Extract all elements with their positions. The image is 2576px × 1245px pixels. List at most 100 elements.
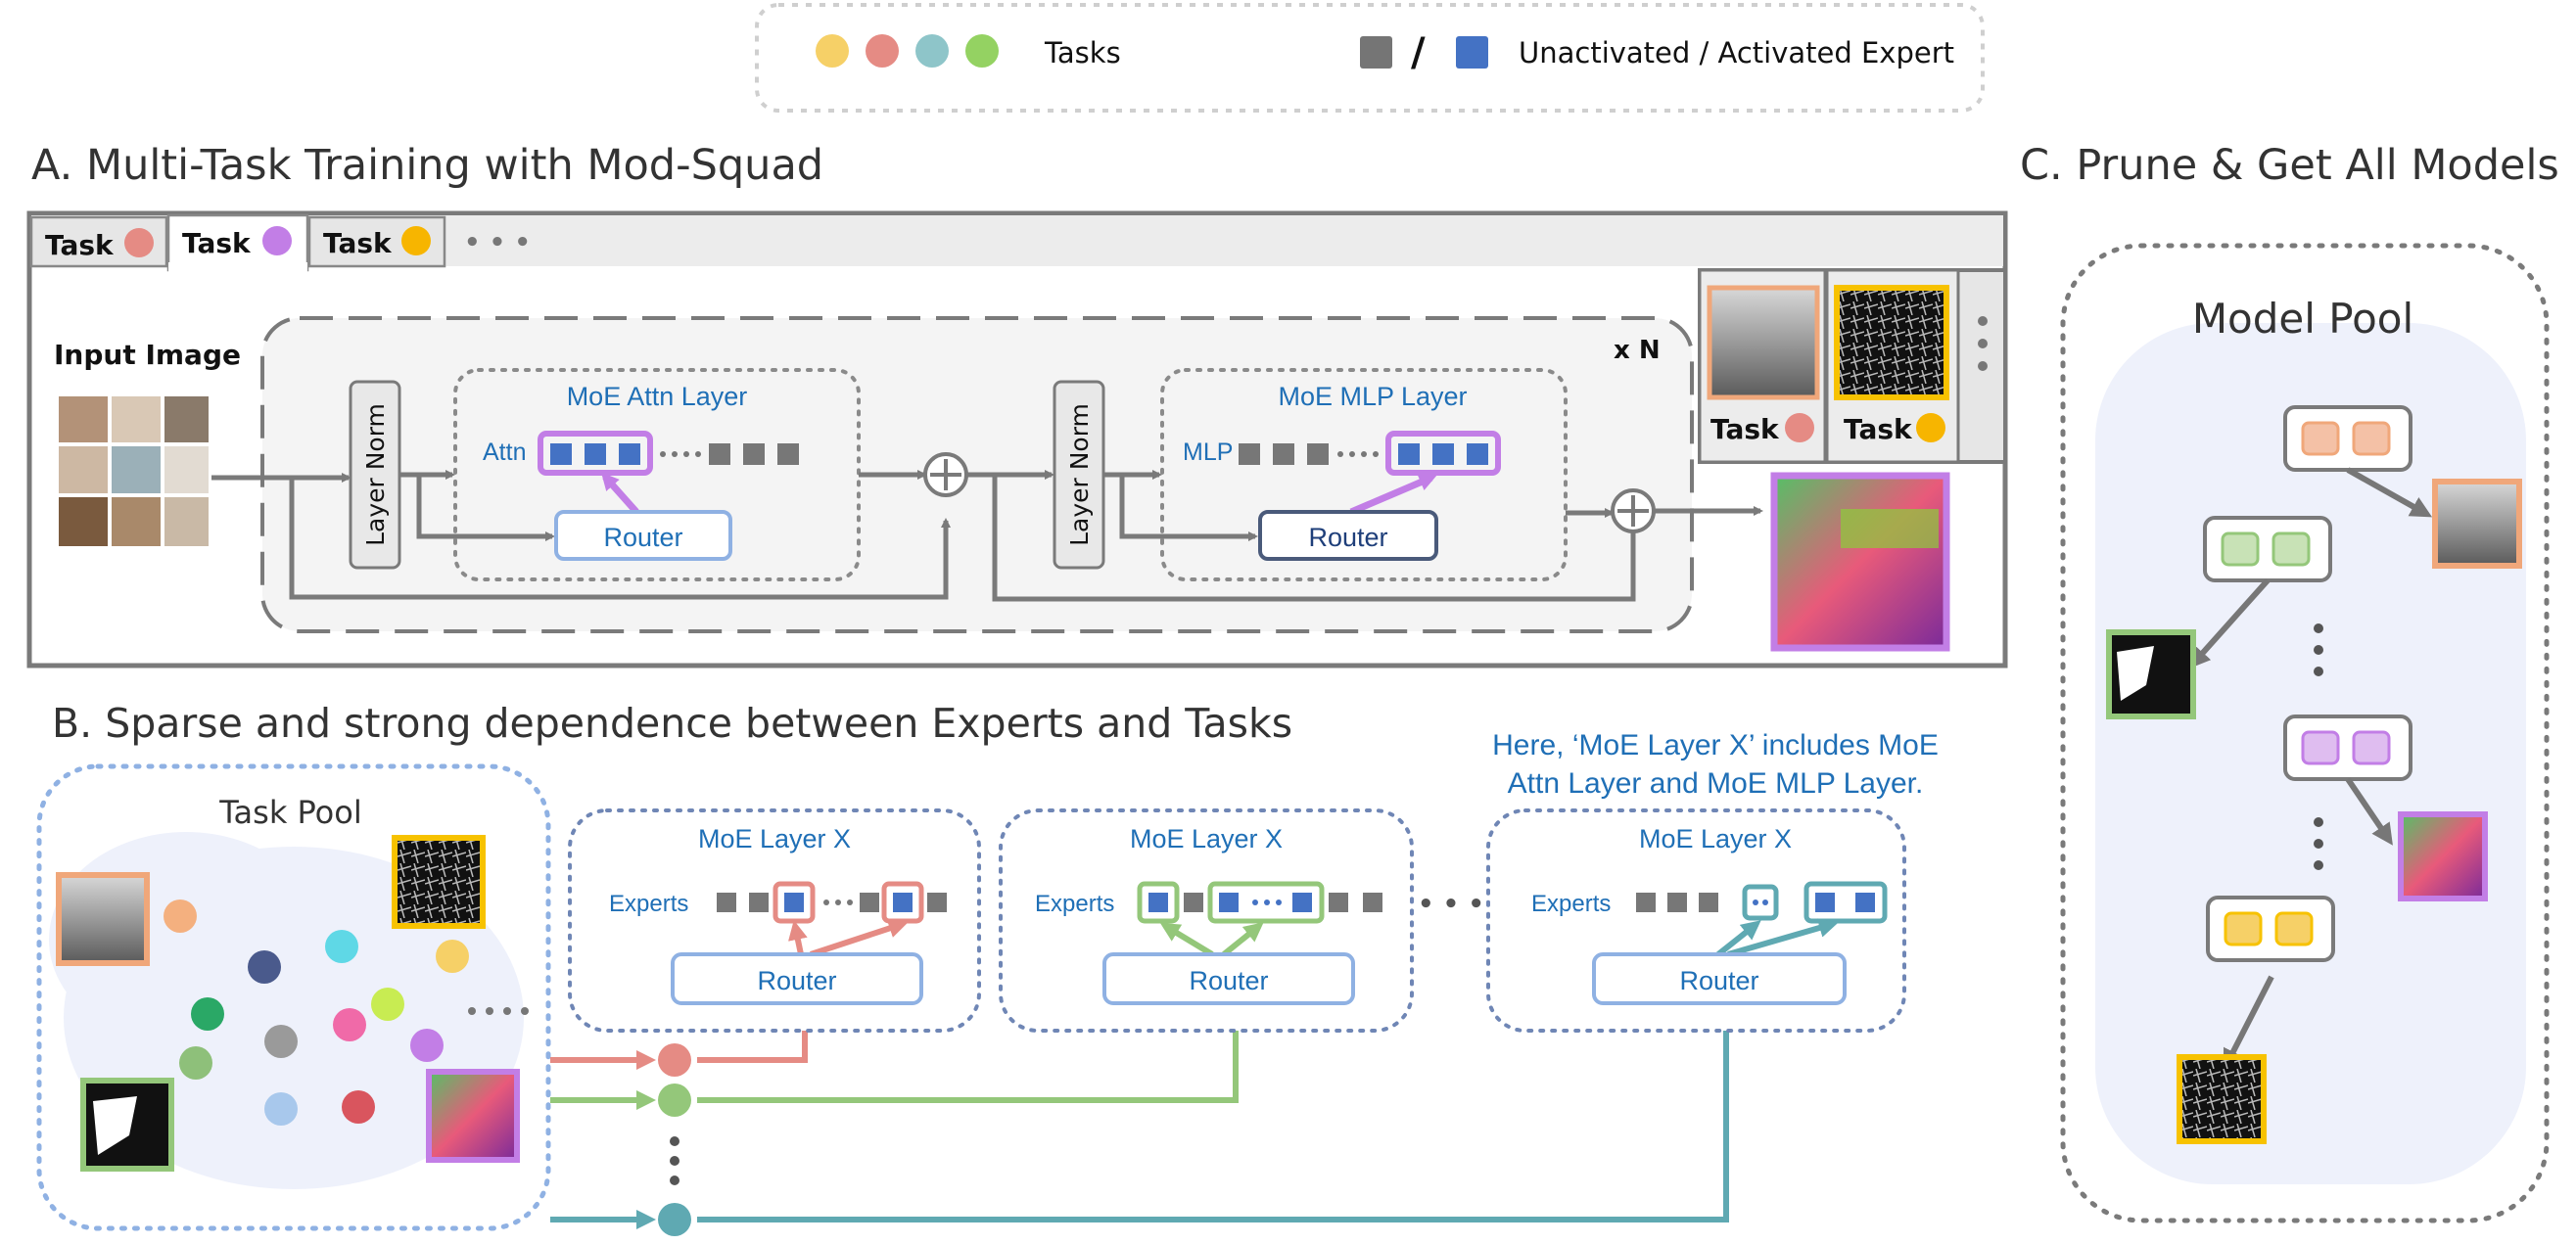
plus-icon xyxy=(930,459,961,490)
output-tab-label: Task xyxy=(1844,413,1913,445)
task-color-dot xyxy=(866,34,899,68)
thumbnail-region xyxy=(93,1096,137,1155)
unactivated-expert xyxy=(749,893,769,912)
experts-label: Experts xyxy=(1531,891,1611,917)
task-dot xyxy=(264,1025,298,1058)
input-image-label: Input Image xyxy=(54,339,241,371)
flow-arrow xyxy=(416,475,555,541)
task-node-salmon xyxy=(658,1043,691,1077)
unactivated-expert xyxy=(777,443,799,465)
task-dot xyxy=(264,1092,298,1126)
tab-dot xyxy=(262,226,292,255)
moe-layer-note-line2: Attn Layer and MoE MLP Layer. xyxy=(1508,767,1924,800)
unactivated-expert-swatch xyxy=(1360,36,1392,69)
unactivated-expert xyxy=(1636,893,1656,912)
activated-expert xyxy=(784,893,804,912)
depth-output-thumbnail xyxy=(1707,285,1820,400)
legend-slash: / xyxy=(1411,30,1426,75)
model-pool-title: Model Pool xyxy=(2192,295,2413,343)
task-dot xyxy=(436,940,469,973)
section-c-title: C. Prune & Get All Models xyxy=(2020,141,2559,190)
layer-norm-label: Layer Norm xyxy=(361,403,390,546)
task-flow-green xyxy=(697,1002,1245,1103)
activated-expert xyxy=(893,893,913,912)
unactivated-expert xyxy=(1667,893,1687,912)
activated-expert-group xyxy=(1742,884,1779,921)
router-select-arrow xyxy=(1222,922,1264,957)
router-label: Router xyxy=(603,523,682,552)
legend: Tasks / Unactivated / Activated Expert xyxy=(755,3,1985,113)
activated-expert xyxy=(585,443,606,465)
task-dot xyxy=(371,988,404,1021)
tab-label: Task xyxy=(182,227,252,259)
router xyxy=(671,952,923,1005)
activated-expert xyxy=(550,443,572,465)
moe-attn-title: MoE Attn Layer xyxy=(567,382,748,411)
edge-model-thumbnail xyxy=(2177,1054,2267,1144)
tab-label: Task xyxy=(45,229,115,261)
unactivated-expert xyxy=(1329,893,1348,912)
activated-expert xyxy=(619,443,640,465)
output-tab-label: Task xyxy=(1710,413,1780,445)
depth-model-thumbnail xyxy=(2432,479,2522,569)
unactivated-expert xyxy=(1363,893,1382,912)
tab-dot xyxy=(401,226,431,255)
legend-experts-label: Unactivated / Activated Expert xyxy=(1519,36,1954,69)
residual-arrow xyxy=(289,478,951,600)
router xyxy=(1592,952,1847,1005)
router-label: Router xyxy=(1189,966,1268,995)
tab-label: Task xyxy=(323,227,393,259)
moe-layer-x-2: MoE Layer X Experts Router xyxy=(999,808,1414,1033)
layers-ellipsis: • • • xyxy=(1418,890,1484,919)
activated-expert-swatch xyxy=(1456,36,1488,69)
task-color-dot xyxy=(965,34,999,68)
router-mlp xyxy=(1258,510,1438,561)
router-select-arrow xyxy=(1349,474,1437,516)
activated-expert xyxy=(1292,893,1312,912)
router-label: Router xyxy=(1679,966,1758,995)
section-a-frame: Task Task Task • • • Input Image x N Lay… xyxy=(26,210,2008,669)
router-label: Router xyxy=(757,966,836,995)
unactivated-expert xyxy=(1184,893,1203,912)
task-color-dot xyxy=(915,34,949,68)
segmentation-task-thumbnail xyxy=(426,1069,520,1163)
segment-region xyxy=(1841,509,1939,548)
unactivated-expert xyxy=(1307,443,1329,465)
router-select-arrow xyxy=(1727,918,1839,957)
attn-label: Attn xyxy=(483,438,526,466)
moe-layer-x-1: MoE Layer X Experts Router xyxy=(568,808,981,1033)
task-pool: Task Pool xyxy=(36,763,551,1231)
activated-expert xyxy=(1398,443,1420,465)
output-tab-dot xyxy=(1916,413,1945,442)
moe-layer-title: MoE Layer X xyxy=(1130,824,1283,853)
activated-expert-group xyxy=(538,431,653,476)
segmentation-output-thumbnail xyxy=(1770,472,1950,652)
task-pool-title: Task Pool xyxy=(218,794,361,831)
task-dot xyxy=(179,1046,212,1080)
task-dot xyxy=(410,1029,444,1062)
activated-expert xyxy=(1467,443,1488,465)
model-pool: Model Pool xyxy=(2060,243,2550,1223)
task-dot xyxy=(342,1090,375,1124)
router-select-arrow xyxy=(1159,922,1214,957)
task-dot xyxy=(325,930,358,963)
moe-mlp-layer xyxy=(1160,368,1568,581)
depth-task-thumbnail xyxy=(56,872,150,966)
unactivated-expert xyxy=(860,893,879,912)
router-select-arrow xyxy=(788,920,808,955)
mlp-label: MLP xyxy=(1183,438,1233,466)
activated-expert xyxy=(1815,893,1835,912)
input-image-patches xyxy=(59,396,209,546)
task-color-dot xyxy=(816,34,849,68)
task-node-teal xyxy=(658,1203,691,1236)
activated-expert-group xyxy=(1803,881,1888,924)
unactivated-expert xyxy=(1239,443,1260,465)
activated-expert xyxy=(1855,893,1875,912)
tabs-more[interactable]: • • • xyxy=(464,228,531,257)
legend-tasks-label: Tasks xyxy=(1044,36,1121,69)
task-dot xyxy=(333,1008,366,1041)
router-select-arrow xyxy=(1716,920,1761,957)
moe-mlp-title: MoE MLP Layer xyxy=(1278,382,1467,411)
plus-icon xyxy=(1617,495,1649,527)
